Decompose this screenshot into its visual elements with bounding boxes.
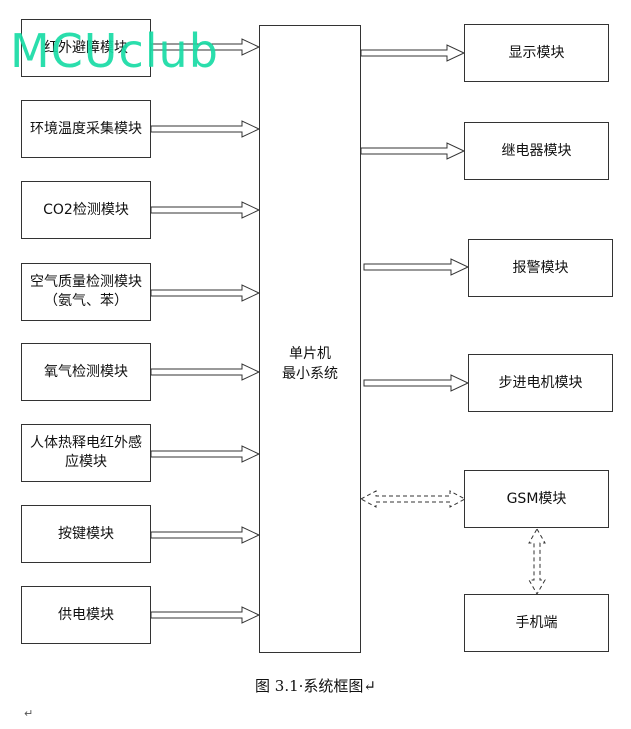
output-module-label: 显示模块: [508, 44, 565, 61]
output-module-label: 报警模块: [512, 259, 569, 276]
gsm-module-label: GSM模块: [506, 490, 567, 507]
mcu-label-line1: 单片机: [289, 346, 331, 362]
output-module-label: 步进电机模块: [498, 374, 583, 391]
output-module-display: 显示模块: [464, 24, 609, 82]
input-module-label: 供电模块: [58, 606, 114, 623]
figure-caption: 图 3.1·系统框图↵: [255, 677, 376, 695]
output-module-relay: 继电器模块: [464, 122, 609, 180]
arrow-mcu-gsm-bidirectional: [359, 490, 467, 508]
arrow-mcu-to-relay: [360, 142, 466, 160]
arrow-co2-to-mcu: [150, 201, 261, 219]
arrow-mcu-to-stepper: [363, 374, 470, 392]
mcu-block: 单片机 最小系统: [259, 25, 361, 653]
input-module-air-quality: 空气质量检测模块（氨气、苯）: [21, 263, 151, 321]
output-module-stepper: 步进电机模块: [468, 354, 613, 412]
gsm-module: GSM模块: [464, 470, 609, 528]
arrow-temp-to-mcu: [150, 120, 261, 138]
input-module-power: 供电模块: [21, 586, 151, 644]
arrow-air-to-mcu: [150, 284, 261, 302]
phone-terminal-label: 手机端: [515, 614, 558, 631]
arrow-pir-to-mcu: [150, 445, 261, 463]
paragraph-mark: ↵: [24, 707, 34, 720]
arrow-oxygen-to-mcu: [150, 363, 261, 381]
input-module-label: 环境温度采集模块: [30, 120, 142, 137]
input-module-co2: CO2检测模块: [21, 181, 151, 239]
arrow-gsm-phone-bidirectional: [528, 527, 546, 596]
input-module-ir-obstacle: 红外避障模块: [21, 19, 151, 77]
input-module-label: 空气质量检测模块（氨气、苯）: [30, 274, 142, 309]
input-module-label: CO2检测模块: [43, 201, 129, 218]
input-module-label: 红外避障模块: [44, 39, 128, 56]
arrow-power-to-mcu: [150, 606, 261, 624]
input-module-keys: 按键模块: [21, 505, 151, 563]
arrow-mcu-to-alarm: [363, 258, 470, 276]
mcu-label-line2: 最小系统: [282, 366, 338, 382]
arrow-mcu-to-display: [360, 44, 466, 62]
input-module-label: 氧气检测模块: [44, 363, 128, 380]
input-module-oxygen: 氧气检测模块: [21, 343, 151, 401]
output-module-alarm: 报警模块: [468, 239, 613, 297]
mcu-label: 单片机 最小系统: [260, 344, 360, 384]
input-module-temperature: 环境温度采集模块: [21, 100, 151, 158]
arrow-ir-to-mcu: [150, 38, 261, 56]
input-module-label: 按键模块: [58, 525, 114, 542]
input-module-pir: 人体热释电红外感应模块: [21, 424, 151, 482]
phone-terminal: 手机端: [464, 594, 609, 652]
input-module-label: 人体热释电红外感应模块: [30, 435, 142, 470]
arrow-key-to-mcu: [150, 526, 261, 544]
output-module-label: 继电器模块: [501, 142, 572, 159]
